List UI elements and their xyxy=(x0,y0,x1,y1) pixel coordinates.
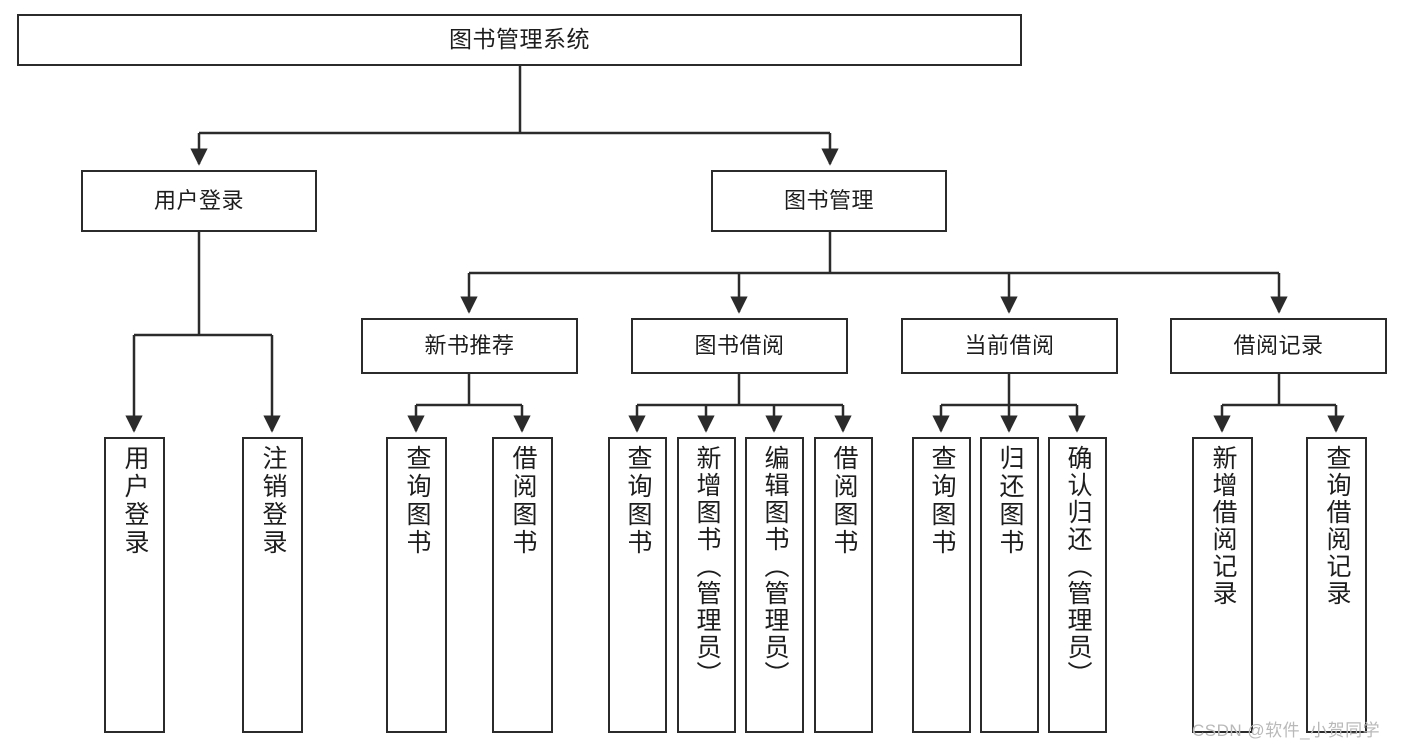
leaf-query-borrow-record[interactable]: 查询借阅记录 xyxy=(1306,437,1367,733)
node-label: 查询图书 xyxy=(403,445,431,557)
leaf-query-book-borrow[interactable]: 查询图书 xyxy=(608,437,667,733)
node-book-borrow[interactable]: 图书借阅 xyxy=(631,318,848,374)
node-label: 图书管理 xyxy=(783,188,874,214)
node-label: 编辑图书（管理员） xyxy=(761,445,789,688)
leaf-add-borrow-record[interactable]: 新增借阅记录 xyxy=(1192,437,1253,733)
node-label: 图书管理系统 xyxy=(449,26,590,53)
node-label: 注销登录 xyxy=(259,445,287,557)
csdn-watermark: CSDN @软件_小贺同学 xyxy=(1192,721,1381,740)
node-borrow-record[interactable]: 借阅记录 xyxy=(1170,318,1387,374)
node-label: 新增图书（管理员） xyxy=(693,445,721,688)
node-label: 用户登录 xyxy=(153,188,244,214)
node-current-borrow[interactable]: 当前借阅 xyxy=(901,318,1118,374)
leaf-logout[interactable]: 注销登录 xyxy=(242,437,303,733)
node-label: 图书借阅 xyxy=(694,333,785,359)
leaf-edit-book-admin[interactable]: 编辑图书（管理员） xyxy=(745,437,804,733)
leaf-query-book-recommend[interactable]: 查询图书 xyxy=(386,437,447,733)
leaf-query-book-current[interactable]: 查询图书 xyxy=(912,437,971,733)
node-label: 用户登录 xyxy=(121,445,149,557)
leaf-user-login[interactable]: 用户登录 xyxy=(104,437,165,733)
node-label: 查询借阅记录 xyxy=(1323,445,1351,607)
node-label: 新书推荐 xyxy=(424,333,515,359)
node-user-login[interactable]: 用户登录 xyxy=(81,170,317,232)
node-label: 新增借阅记录 xyxy=(1209,445,1237,607)
node-label: 查询图书 xyxy=(624,445,652,557)
leaf-add-book-admin[interactable]: 新增图书（管理员） xyxy=(677,437,736,733)
node-label: 查询图书 xyxy=(928,445,956,557)
node-new-book-recommend[interactable]: 新书推荐 xyxy=(361,318,578,374)
leaf-confirm-return-admin[interactable]: 确认归还（管理员） xyxy=(1048,437,1107,733)
node-label: 确认归还（管理员） xyxy=(1064,445,1092,688)
leaf-borrow-book[interactable]: 借阅图书 xyxy=(814,437,873,733)
node-label: 当前借阅 xyxy=(964,333,1055,359)
node-label: 借阅记录 xyxy=(1233,333,1324,359)
leaf-return-book[interactable]: 归还图书 xyxy=(980,437,1039,733)
node-label: 借阅图书 xyxy=(509,445,537,557)
node-label: 归还图书 xyxy=(996,445,1024,557)
leaf-borrow-book-recommend[interactable]: 借阅图书 xyxy=(492,437,553,733)
node-book-management[interactable]: 图书管理 xyxy=(711,170,947,232)
node-root-book-management-system[interactable]: 图书管理系统 xyxy=(17,14,1022,66)
node-label: 借阅图书 xyxy=(830,445,858,557)
